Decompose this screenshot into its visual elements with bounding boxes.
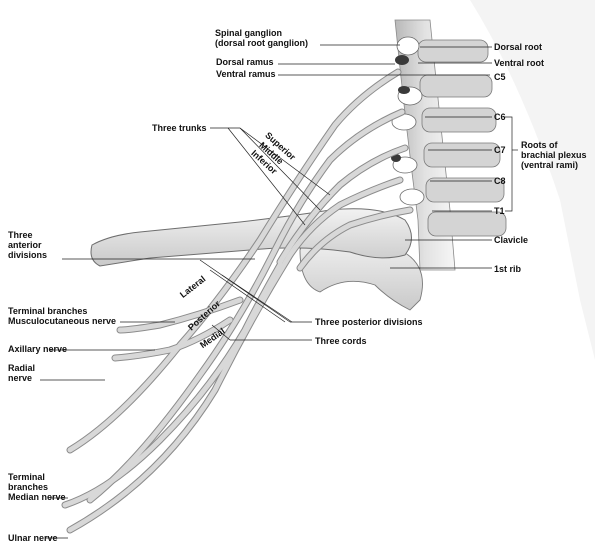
roots-label: Roots of brachial plexus (ventral rami)	[521, 140, 587, 170]
c6-label: C6	[494, 112, 506, 122]
axillary-nerve-label: Axillary nerve	[8, 344, 68, 354]
clavicle-shape	[90, 208, 412, 267]
c5-label: C5	[494, 72, 506, 82]
spinal-ganglion-label: Spinal ganglion (dorsal root ganglion)	[215, 28, 308, 48]
terminal-branches-musculocutaneous-label: Terminal branches Musculocutaneous nerve	[8, 306, 117, 326]
ulnar-nerve-label: Ulnar nerve	[8, 533, 58, 543]
three-posterior-divisions-label: Three posterior divisions	[315, 317, 423, 327]
t1-label: T1	[494, 206, 505, 216]
vertebral-column	[385, 0, 595, 360]
terminal-branches-median-label: Terminal branches Median nerve	[8, 472, 66, 502]
c7-label: C7	[494, 145, 506, 155]
leader-lines	[40, 44, 518, 539]
brachial-plexus-nerves	[61, 68, 414, 534]
radial-nerve-label: Radial nerve	[8, 363, 36, 383]
c8-label: C8	[494, 176, 506, 186]
ventral-root-label: Ventral root	[494, 58, 545, 68]
dorsal-root-label: Dorsal root	[494, 42, 543, 52]
ventral-ramus-label: Ventral ramus	[216, 69, 276, 79]
first-rib-label: 1st rib	[494, 264, 522, 274]
three-anterior-divisions-label: Three anterior divisions	[8, 230, 48, 260]
three-trunks-label: Three trunks	[152, 123, 207, 133]
clavicle-label: Clavicle	[494, 235, 529, 245]
dorsal-ramus-label: Dorsal ramus	[216, 57, 274, 67]
three-cords-label: Three cords	[315, 336, 367, 346]
